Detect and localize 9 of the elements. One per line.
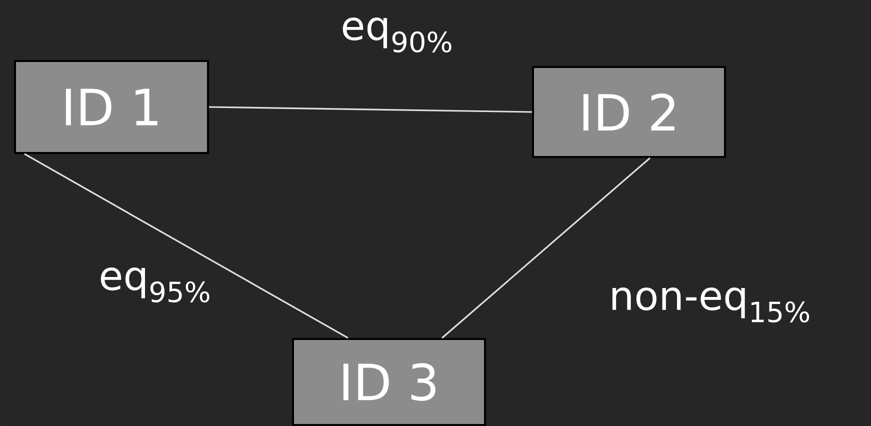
id-box: ID 2 [532, 66, 726, 158]
id-box: ID 3 [292, 338, 486, 426]
edge-label: eq$_{90%}$ [342, 18, 452, 52]
id-box: ID 1 [14, 60, 209, 154]
edge-label: non-eq$_{15%}$ [612, 288, 810, 322]
connector-line [24, 153, 348, 339]
connector-line [441, 157, 651, 339]
edge-label: eq$_{95%}$ [100, 268, 210, 302]
connector-line [209, 106, 532, 113]
